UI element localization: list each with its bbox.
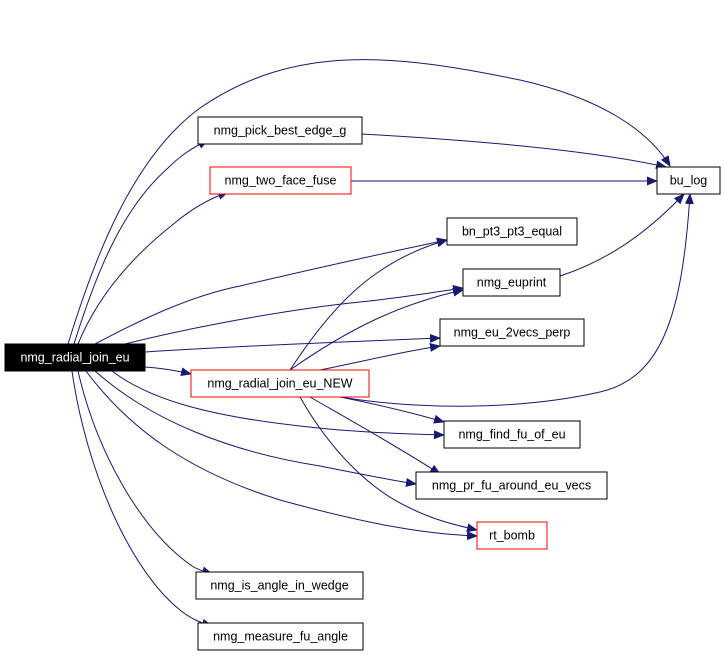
node-fuse[interactable]: nmg_two_face_fuse [209, 166, 352, 195]
node-bulog[interactable]: bu_log [656, 166, 721, 195]
edge-root-to-angle [71, 370, 213, 628]
node-label: nmg_radial_join_eu [20, 351, 129, 365]
node-prfu[interactable]: nmg_pr_fu_around_eu_vecs [415, 471, 608, 500]
edge-root-to-fuse [77, 191, 229, 345]
node-box[interactable] [476, 521, 548, 550]
edge-root-to-new [144, 366, 192, 377]
node-label: nmg_measure_fu_angle [213, 630, 348, 644]
node-label: bu_log [670, 174, 708, 188]
node-label: nmg_two_face_fuse [225, 174, 337, 188]
edge-root-to-bulog [67, 59, 671, 345]
node-box[interactable] [656, 166, 721, 195]
edge-new-to-bulog [339, 193, 694, 407]
edge-root-to-prfu [94, 370, 417, 487]
node-label: nmg_find_fu_of_eu [458, 428, 565, 442]
node-bomb[interactable]: rt_bomb [476, 521, 548, 550]
edge-root-to-euprint [124, 285, 464, 345]
edge-new-to-findfu [339, 396, 445, 424]
node-wedge[interactable]: nmg_is_angle_in_wedge [195, 571, 364, 600]
node-box[interactable] [415, 471, 608, 500]
edge-euprint-to-bulog [559, 193, 685, 277]
node-label: nmg_is_angle_in_wedge [210, 579, 348, 593]
node-box[interactable] [443, 420, 581, 449]
node-box[interactable] [197, 622, 364, 651]
node-label: nmg_pick_best_edge_g [214, 124, 347, 138]
node-box[interactable] [446, 217, 578, 246]
nodes-layer: nmg_radial_join_eu nmg_pick_best_edge_gnm… [4, 116, 721, 651]
edge-root-to-perp [144, 333, 441, 353]
node-box[interactable] [439, 318, 585, 347]
node-label: rt_bomb [489, 529, 535, 543]
edge-pick-to-bulog [361, 133, 667, 170]
node-angle[interactable]: nmg_measure_fu_angle [197, 622, 364, 651]
edge-new-to-prfu [309, 396, 441, 475]
edge-new-to-bnpt3 [289, 238, 448, 371]
node-new[interactable]: nmg_radial_join_eu_NEW [190, 369, 370, 398]
node-box[interactable] [4, 343, 146, 372]
node-findfu[interactable]: nmg_find_fu_of_eu [443, 420, 581, 449]
edge-new-to-perp [319, 343, 441, 371]
edge-root-to-pick [73, 139, 209, 345]
edge-root-to-wedge [77, 370, 213, 576]
node-label: nmg_euprint [477, 276, 547, 290]
node-box[interactable] [462, 268, 561, 297]
node-label: nmg_eu_2vecs_perp [454, 326, 571, 340]
node-label: bn_pt3_pt3_equal [462, 225, 562, 239]
edge-root-to-bomb [85, 370, 478, 541]
node-bnpt3[interactable]: bn_pt3_pt3_equal [446, 217, 578, 246]
node-box[interactable] [209, 166, 352, 195]
node-label: nmg_pr_fu_around_eu_vecs [432, 479, 591, 493]
node-box[interactable] [197, 116, 363, 145]
edge-new-to-euprint [289, 287, 464, 371]
edges-layer [67, 59, 694, 628]
node-euprint[interactable]: nmg_euprint [462, 268, 561, 297]
edge-root-to-bnpt3 [94, 237, 448, 345]
node-box[interactable] [190, 369, 370, 398]
node-pick[interactable]: nmg_pick_best_edge_g [197, 116, 363, 145]
node-perp[interactable]: nmg_eu_2vecs_perp [439, 318, 585, 347]
edge-root-to-findfu [111, 370, 445, 440]
edge-new-to-bomb [299, 396, 478, 533]
node-root[interactable]: nmg_radial_join_eu [4, 343, 146, 372]
node-label: nmg_radial_join_eu_NEW [207, 377, 352, 391]
node-box[interactable] [195, 571, 364, 600]
